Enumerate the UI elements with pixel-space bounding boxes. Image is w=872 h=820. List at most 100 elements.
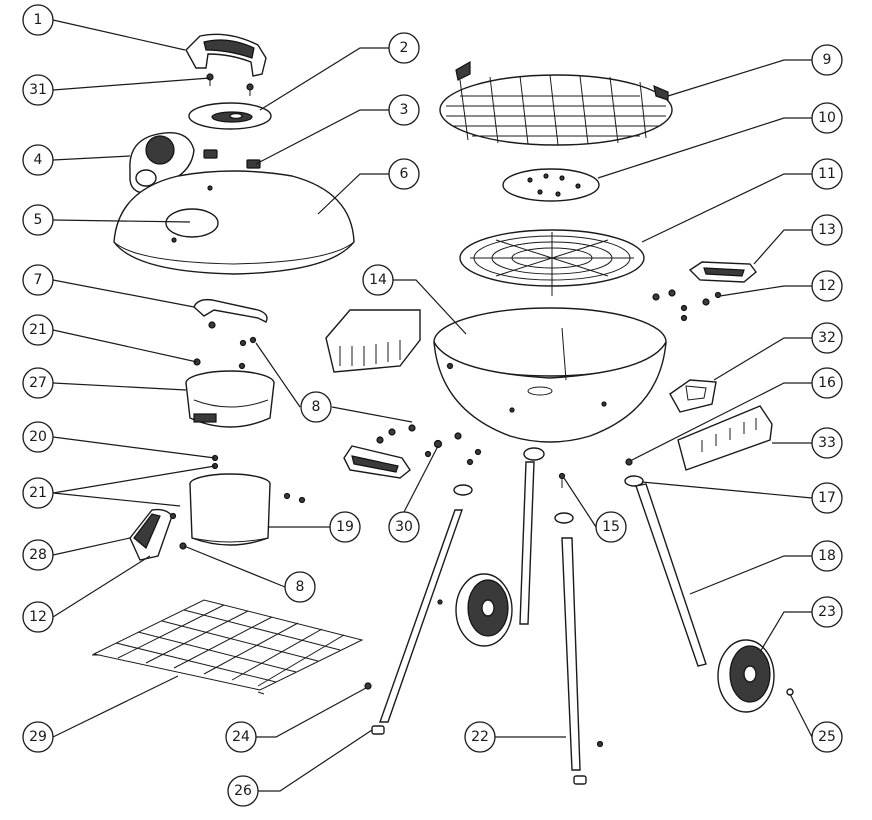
heat-shield-part (188, 102, 272, 130)
callout-label-26: 26 (234, 783, 252, 799)
callout-label-27: 27 (29, 375, 47, 391)
bolt-part (437, 599, 443, 605)
callout-3: 3 (388, 94, 420, 126)
handle-screw-part (206, 73, 254, 96)
center-leg-part (561, 537, 581, 771)
lid-vent-handle-part (129, 132, 195, 194)
callout-label-11: 11 (818, 166, 836, 182)
callout-30: 30 (388, 511, 420, 543)
callout-8-top: 8 (300, 391, 332, 423)
callout-label-5: 5 (34, 212, 43, 228)
callout-label-17: 17 (818, 490, 836, 506)
callout-label-16: 16 (818, 375, 836, 391)
callout-label-4: 4 (34, 152, 43, 168)
callout-12-left: 12 (22, 601, 54, 633)
callout-17: 17 (811, 482, 843, 514)
clip-part (203, 149, 261, 169)
callout-label-32: 32 (818, 330, 836, 346)
callout-5: 5 (22, 204, 54, 236)
callout-label-28: 28 (29, 547, 47, 563)
callout-label-22: 22 (471, 729, 489, 745)
leg-socket-part (624, 475, 644, 487)
foot-part (371, 725, 385, 735)
ash-bucket-part (189, 473, 271, 546)
callout-label-9: 9 (823, 52, 832, 68)
charcoal-basket-right-part (677, 405, 773, 471)
callout-label-13: 13 (818, 222, 836, 238)
left-leg-part (379, 509, 463, 723)
leg-socket-part (554, 512, 574, 524)
bolt-part (376, 424, 482, 466)
callout-label-19: 19 (336, 519, 354, 535)
callout-label-6: 6 (400, 166, 409, 182)
callout-28: 28 (22, 539, 54, 571)
bucket-handle-part (129, 508, 187, 561)
callout-label-25: 25 (818, 729, 836, 745)
callout-label-8: 8 (296, 579, 305, 595)
callout-31: 31 (22, 74, 54, 106)
mount-bracket-part (669, 379, 717, 413)
charcoal-grate-part (459, 229, 645, 296)
callout-10: 10 (811, 102, 843, 134)
callout-label-23: 23 (818, 604, 836, 620)
lid-handle-part (185, 33, 267, 77)
bolt-part (596, 740, 604, 748)
cooking-grate-part (439, 60, 673, 146)
callout-21-top: 21 (22, 314, 54, 346)
callout-19: 19 (329, 511, 361, 543)
callout-12-right: 12 (811, 270, 843, 302)
callout-7: 7 (22, 264, 54, 296)
callout-label-20: 20 (29, 429, 47, 445)
callout-27: 27 (22, 367, 54, 399)
callout-1: 1 (22, 4, 54, 36)
callout-label-3: 3 (400, 102, 409, 118)
callout-label-15: 15 (602, 519, 620, 535)
charcoal-basket-part (325, 309, 421, 373)
callout-label-24: 24 (232, 729, 250, 745)
screw-part (558, 472, 566, 480)
callout-13: 13 (811, 214, 843, 246)
callout-29: 29 (22, 721, 54, 753)
bolt-part (652, 289, 722, 322)
callout-25: 25 (811, 721, 843, 753)
callout-label-21: 21 (29, 485, 47, 501)
grill-lid-part (113, 170, 355, 275)
callout-label-2: 2 (400, 40, 409, 56)
wheel-part (455, 573, 513, 647)
callout-label-18: 18 (818, 548, 836, 564)
leg-cap-part (364, 682, 372, 690)
leader-lines (52, 19, 813, 792)
grill-bowl-part (433, 307, 667, 443)
callout-16: 16 (811, 367, 843, 399)
callout-26: 26 (227, 775, 259, 807)
right-leg-part (635, 483, 707, 667)
lid-holder-part (193, 298, 268, 347)
callout-14: 14 (362, 264, 394, 296)
callout-label-31: 31 (29, 82, 47, 98)
ash-ring-part (185, 362, 275, 428)
wheel-leg-part (519, 461, 535, 625)
callout-label-33: 33 (818, 435, 836, 451)
callout-15: 15 (595, 511, 627, 543)
callout-label-29: 29 (29, 729, 47, 745)
callout-33: 33 (811, 427, 843, 459)
callout-24: 24 (225, 721, 257, 753)
callout-11: 11 (811, 158, 843, 190)
callout-label-14: 14 (369, 272, 387, 288)
callout-9: 9 (811, 44, 843, 76)
callout-label-8: 8 (312, 399, 321, 415)
wheel-right-part (717, 639, 775, 713)
callout-32: 32 (811, 322, 843, 354)
side-handle-bracket-part (688, 261, 757, 283)
callout-label-10: 10 (818, 110, 836, 126)
side-handle-part (343, 445, 411, 479)
callout-18: 18 (811, 540, 843, 572)
foot-part (573, 775, 587, 785)
callout-label-7: 7 (34, 272, 43, 288)
callout-label-21: 21 (29, 322, 47, 338)
nut-part (625, 458, 633, 466)
callout-23: 23 (811, 596, 843, 628)
callout-label-12: 12 (29, 609, 47, 625)
callout-6: 6 (388, 158, 420, 190)
